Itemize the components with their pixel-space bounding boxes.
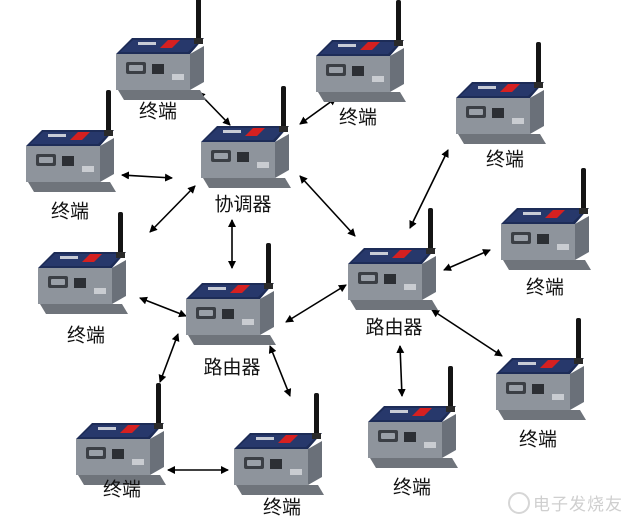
zigbee-module-icon-t3 <box>456 42 546 144</box>
watermark-logo-icon <box>508 492 530 514</box>
node-label-t6: 终端 <box>66 324 106 347</box>
node-label-t2: 终端 <box>338 106 378 129</box>
zigbee-module-icon-c <box>201 86 291 188</box>
device-icons <box>26 0 591 495</box>
connection-arrows <box>121 91 503 474</box>
zigbee-module-icon-t7 <box>496 318 586 420</box>
zigbee-module-icon-t10 <box>234 393 324 495</box>
double-arrow-11 <box>443 249 491 271</box>
zigbee-module-icon-t4 <box>26 90 116 192</box>
zigbee-module-icon-t2 <box>316 0 406 102</box>
zigbee-module-icon-t1 <box>116 0 206 100</box>
double-arrow-10 <box>409 149 449 229</box>
node-label-t10: 终端 <box>262 496 302 519</box>
node-label-r2: 路由器 <box>365 316 423 339</box>
zigbee-module-icon-t5 <box>501 168 591 270</box>
zigbee-module-icon-t6 <box>38 212 128 314</box>
zigbee-module-icon-r2 <box>348 208 438 310</box>
zigbee-module-icon-t9 <box>368 366 458 468</box>
zigbee-module-icon-r1 <box>186 243 276 345</box>
node-label-r1: 路由器 <box>203 356 261 379</box>
zigbee-module-icon-t8 <box>76 383 166 485</box>
double-arrow-5 <box>299 175 356 237</box>
node-label-c: 协调器 <box>214 193 272 216</box>
double-arrow-3 <box>149 185 196 233</box>
node-label-t8: 终端 <box>102 478 142 501</box>
double-arrow-13 <box>396 345 406 397</box>
double-arrow-7 <box>158 333 180 383</box>
double-arrow-2 <box>121 171 173 182</box>
double-arrow-1 <box>299 97 337 125</box>
double-arrow-12 <box>431 309 503 357</box>
node-label-t5: 终端 <box>525 276 565 299</box>
node-label-t9: 终端 <box>392 476 432 499</box>
double-arrow-8 <box>268 345 292 397</box>
watermark: 电子发烧友 <box>508 490 623 515</box>
node-label-t4: 终端 <box>50 200 90 223</box>
node-label-t3: 终端 <box>485 148 525 171</box>
double-arrow-9 <box>285 284 347 323</box>
node-label-t7: 终端 <box>518 428 558 451</box>
double-arrow-6 <box>139 296 187 318</box>
node-label-t1: 终端 <box>138 100 178 123</box>
